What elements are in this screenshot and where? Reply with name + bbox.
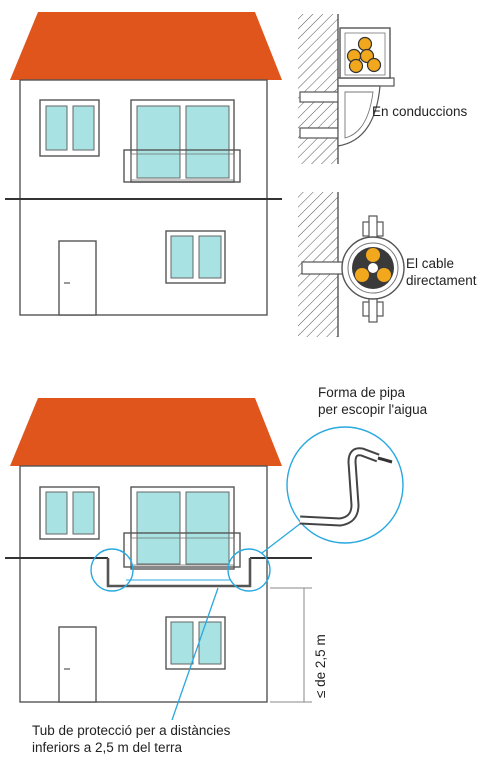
top-house	[10, 12, 282, 316]
callout-circles	[90, 426, 404, 592]
top-house-roof	[10, 12, 282, 80]
bottom-house	[10, 398, 282, 703]
label-tube-line2: inferiors a 2,5 m del terra	[32, 740, 183, 755]
cable-bundle-icon	[346, 36, 382, 74]
label-tube-line1: Tub de protecció per a distàncies	[32, 723, 231, 738]
height-dimension	[270, 587, 312, 703]
label-conduit: En conduccions	[372, 104, 468, 119]
detail-direct	[298, 192, 405, 337]
tube-leader-line	[171, 587, 219, 721]
top-balcony-rail	[123, 149, 241, 183]
protection-tube	[106, 558, 252, 588]
pipe-shape-detail	[299, 447, 393, 527]
bottom-house-roof	[10, 398, 282, 466]
detail-conduit	[298, 14, 395, 164]
label-direct-line1: El cable	[406, 256, 455, 271]
label-height: ≤ de 2,5 m	[313, 634, 328, 698]
label-pipe-line2: per escopir l'aigua	[318, 402, 428, 417]
top-door	[58, 240, 97, 316]
label-direct-line2: directament	[406, 273, 477, 288]
label-pipe-line1: Forma de pipa	[318, 385, 406, 400]
callout-connector	[261, 519, 306, 554]
